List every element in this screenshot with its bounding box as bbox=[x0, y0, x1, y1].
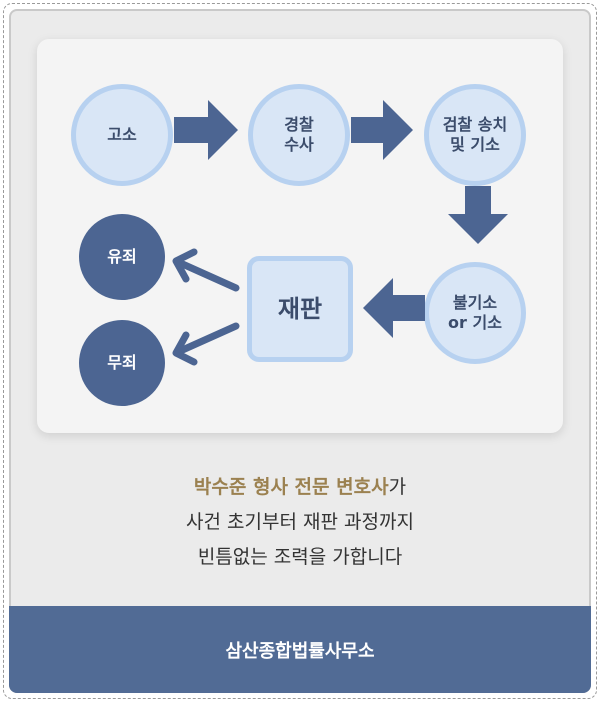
caption-line-1-rest: 가 bbox=[388, 476, 407, 498]
node-complaint-label: 고소 bbox=[107, 125, 137, 144]
node-not-guilty: 무죄 bbox=[79, 320, 165, 406]
arrow-trial-to-not-guilty-icon bbox=[168, 320, 240, 366]
caption-highlight: 박수준 형사 전문 변호사 bbox=[193, 476, 389, 498]
footer-bar: 삼산종합법률사무소 bbox=[9, 606, 591, 693]
arrow-prosecution-to-nonprosecution-icon bbox=[448, 186, 508, 244]
node-trial: 재판 bbox=[247, 256, 353, 362]
arrow-nonprosecution-to-trial-icon bbox=[363, 278, 425, 338]
node-guilty-label: 유죄 bbox=[107, 247, 137, 266]
caption-line-3: 빈틈없는 조력을 가합니다 bbox=[197, 546, 403, 568]
node-prosecution-referral: 검찰 송치 및 기소 bbox=[424, 84, 526, 186]
caption-line-1: 박수준 형사 전문 변호사가 bbox=[0, 470, 600, 505]
node-complaint: 고소 bbox=[71, 84, 173, 186]
node-not-guilty-label: 무죄 bbox=[107, 353, 137, 372]
node-guilty: 유죄 bbox=[79, 214, 165, 300]
firm-name: 삼산종합법률사무소 bbox=[225, 640, 375, 662]
caption-line-2: 사건 초기부터 재판 과정까지 bbox=[186, 511, 414, 533]
node-non-prosecution-label: 불기소 or 기소 bbox=[448, 293, 502, 332]
outer-frame bbox=[3, 3, 597, 699]
caption: 박수준 형사 전문 변호사가 사건 초기부터 재판 과정까지 빈틈없는 조력을 … bbox=[0, 470, 600, 575]
node-trial-label: 재판 bbox=[277, 295, 323, 323]
node-police-investigation: 경찰 수사 bbox=[248, 84, 350, 186]
arrow-police-to-prosecution-icon bbox=[351, 100, 413, 160]
arrow-complaint-to-police-icon bbox=[174, 100, 238, 160]
node-non-prosecution: 불기소 or 기소 bbox=[424, 262, 526, 364]
node-prosecution-referral-label: 검찰 송치 및 기소 bbox=[442, 115, 508, 154]
arrow-trial-to-guilty-icon bbox=[168, 246, 240, 294]
node-police-investigation-label: 경찰 수사 bbox=[284, 115, 314, 154]
